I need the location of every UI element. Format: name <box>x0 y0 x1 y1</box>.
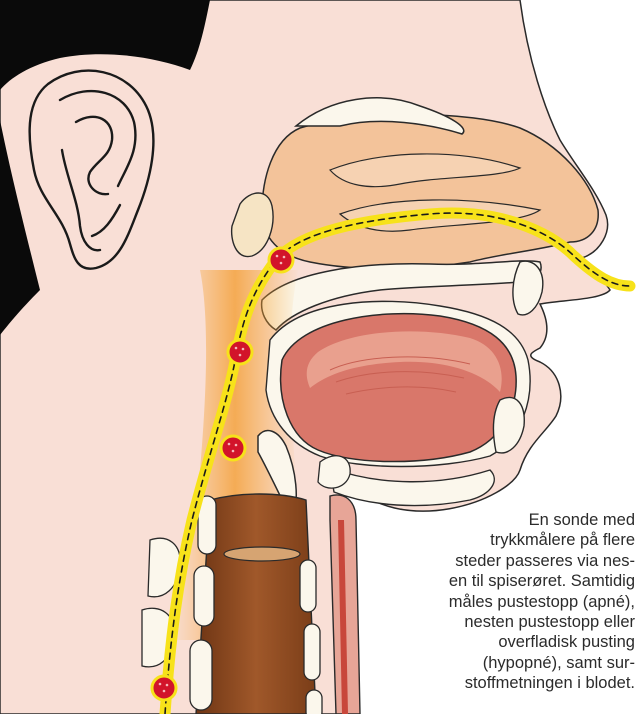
caption-line: (hypopné), samt sur- <box>335 653 635 673</box>
caption-line: overfladisk pusting <box>335 632 635 652</box>
caption-line: nesten pustestopp eller <box>335 612 635 632</box>
caption-line: stoffmetningen i blodet. <box>335 673 635 693</box>
hyoid <box>318 456 350 488</box>
caption-line: måles pustestopp (apné), <box>335 592 635 612</box>
caption-line: steder passeres via nes- <box>335 551 635 571</box>
caption-line: En sonde med <box>335 510 635 530</box>
caption-line: trykkmålere på flere <box>335 530 635 550</box>
caption: En sonde med trykkmålere på flere steder… <box>335 510 635 694</box>
caption-line: en til spiserøret. Samtidig <box>335 571 635 591</box>
vocal-cord <box>224 547 300 561</box>
